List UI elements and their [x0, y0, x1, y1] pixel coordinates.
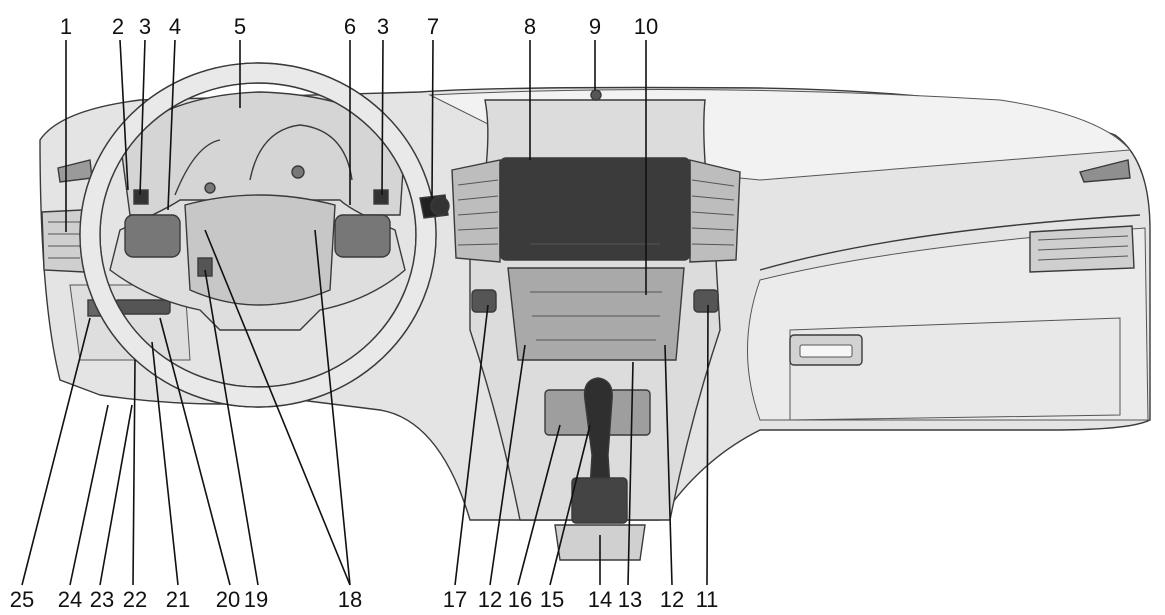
callout-17: 17 [443, 587, 467, 612]
column-control [197, 257, 213, 277]
top-callouts: 1 2 3 4 5 6 3 7 8 9 10 [60, 14, 658, 39]
passenger-crease [759, 214, 1141, 271]
callout-9: 9 [589, 14, 601, 39]
callout-19: 19 [244, 587, 268, 612]
bottom-callouts: 25 24 23 22 21 20 19 18 17 12 16 15 14 1… [10, 587, 719, 612]
leader-lines [21, 39, 709, 586]
callout-22: 22 [123, 587, 147, 612]
callout-4: 4 [169, 14, 181, 39]
callout-14: 14 [588, 587, 612, 612]
right-center-air-vent [689, 159, 741, 263]
right-wheel-controls [334, 214, 391, 258]
callout-3-right: 3 [377, 14, 389, 39]
callout-1: 1 [60, 14, 72, 39]
sunload-sensor [590, 89, 602, 101]
infotainment-touchscreen [499, 157, 691, 261]
callout-18: 18 [338, 587, 362, 612]
callout-5: 5 [234, 14, 246, 39]
steering-wheel [79, 62, 437, 408]
callout-10: 10 [634, 14, 658, 39]
airbag-hub [184, 194, 336, 306]
dashboard-illustration [39, 62, 1151, 561]
callout-12-right: 12 [660, 587, 684, 612]
callout-23: 23 [90, 587, 114, 612]
callout-8: 8 [524, 14, 536, 39]
callout-16: 16 [508, 587, 532, 612]
left-stack-switch [471, 289, 497, 313]
callout-7: 7 [427, 14, 439, 39]
callout-6: 6 [344, 14, 356, 39]
headlamp-switch [114, 299, 171, 315]
callout-11: 11 [696, 587, 719, 612]
left-side-air-vent [41, 209, 85, 273]
callout-2: 2 [112, 14, 124, 39]
callout-15: 15 [540, 587, 564, 612]
left-paddle [133, 189, 149, 205]
callout-25: 25 [10, 587, 34, 612]
right-paddle [373, 189, 389, 205]
callout-13: 13 [618, 587, 642, 612]
callout-12-left: 12 [478, 587, 502, 612]
callout-21: 21 [166, 587, 190, 612]
climate-control-panel [507, 267, 685, 361]
left-wheel-controls [124, 214, 181, 258]
right-stack-switch [693, 289, 719, 313]
callout-20: 20 [216, 587, 240, 612]
left-center-air-vent [451, 159, 501, 263]
right-upper-vent [1079, 159, 1131, 183]
callout-3-left: 3 [139, 14, 151, 39]
callout-24: 24 [58, 587, 82, 612]
center-stack [451, 89, 741, 561]
glove-box [789, 317, 1121, 421]
shifter-boot [571, 477, 628, 524]
right-side-air-vent [1029, 225, 1135, 273]
